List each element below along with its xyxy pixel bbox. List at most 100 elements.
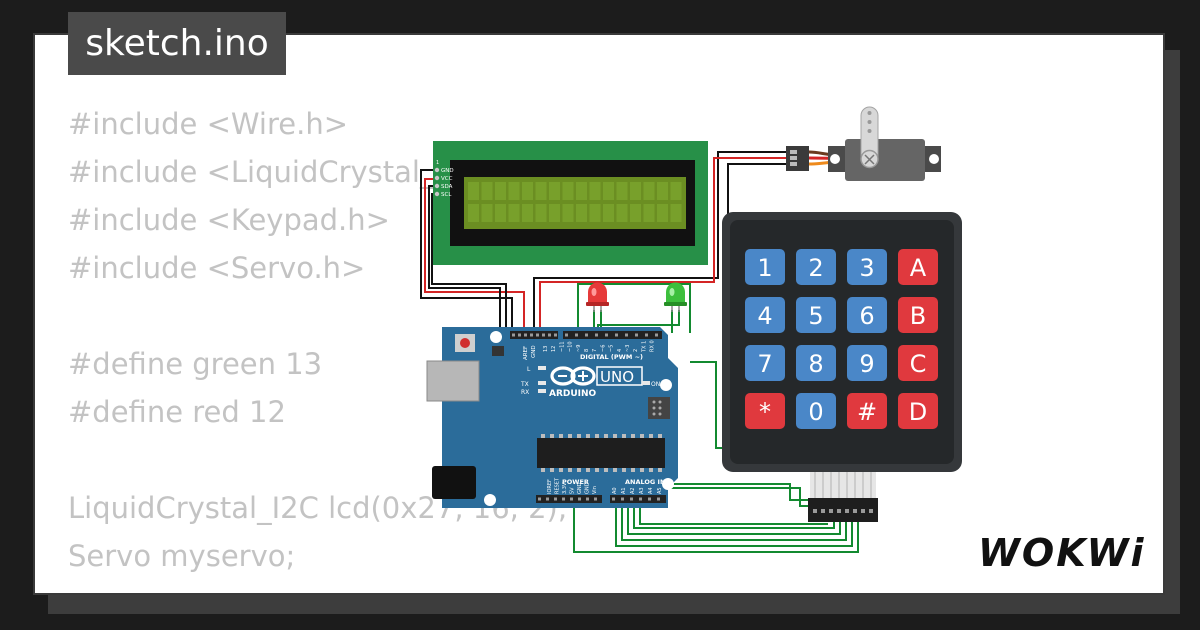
key-label: # [857, 398, 877, 426]
header-pin [585, 333, 588, 337]
header-pin [554, 497, 557, 501]
digital-header-right [563, 331, 662, 339]
svg-text:1: 1 [436, 160, 439, 166]
pin-label: RX 0 [650, 340, 656, 352]
key-2[interactable]: 2 [796, 249, 836, 285]
key-label: 9 [859, 350, 874, 378]
wire-lcd-sda [428, 185, 501, 333]
code-preview: #include <Wire.h> #include <LiquidCrysta… [68, 100, 568, 580]
arduino-model: UNO [600, 368, 634, 386]
lcd-cell [535, 182, 547, 200]
wire-led-common [577, 283, 691, 333]
key-label: 7 [757, 350, 772, 378]
analog-label: ANALOG IN [625, 478, 665, 486]
power-jack [432, 466, 476, 499]
pin-label: A2 [630, 487, 636, 494]
wires [420, 151, 859, 553]
chip-pin [613, 434, 617, 438]
header-pin [621, 497, 624, 501]
key-D[interactable]: D [898, 393, 938, 429]
wire-keypad-8 [690, 361, 722, 449]
header-pin [575, 333, 578, 337]
chip-pin [649, 468, 653, 472]
lcd-pin-header: 1 GND VCC SDA SCL [434, 160, 454, 198]
wire-lcd-vcc [424, 178, 525, 333]
servo-motor[interactable] [786, 106, 941, 181]
pin-label: ~9 [576, 345, 582, 352]
key-C[interactable]: C [898, 345, 938, 381]
file-name-tag: sketch.ino [68, 12, 286, 75]
key-A[interactable]: A [898, 249, 938, 285]
pin-label: 12 [551, 346, 557, 352]
lcd-cell [576, 204, 587, 222]
key-B[interactable]: B [898, 297, 938, 333]
pin-label: ~10 [568, 341, 574, 352]
gnd-label: GND [531, 345, 537, 358]
wire-servo-vcc [539, 157, 787, 333]
lcd-cell [630, 182, 641, 200]
led-red[interactable] [586, 282, 609, 313]
lcd-cell [508, 182, 520, 200]
chip-pin [640, 468, 644, 472]
wire-keypad-3 [621, 496, 847, 541]
key-5[interactable]: 5 [796, 297, 836, 333]
chip-pin [550, 468, 554, 472]
power-label: POWER [562, 478, 589, 486]
lcd-cell [603, 204, 614, 222]
lcd-cell [616, 182, 628, 200]
pin-label: 3.3V [562, 482, 568, 494]
lcd-cell [549, 204, 560, 222]
lcd-cell [562, 182, 574, 200]
lcd-cell [495, 204, 506, 222]
lcd-cell [562, 204, 574, 222]
lcd-cell [643, 182, 655, 200]
header-pin [655, 333, 658, 337]
chip-pin [577, 468, 581, 472]
header-pin [565, 333, 568, 337]
lcd-cells [468, 182, 682, 222]
lcd-cell [670, 204, 682, 222]
lcd-cell [657, 182, 668, 200]
header-pin [548, 333, 551, 337]
key-*[interactable]: * [745, 393, 785, 429]
key-1[interactable]: 1 [745, 249, 785, 285]
key-#[interactable]: # [847, 393, 887, 429]
code-line: #define green 13 [68, 347, 323, 381]
chip-pin [658, 468, 662, 472]
pin-label: TX 1 [641, 341, 647, 353]
header-pin [595, 333, 598, 337]
arduino-uno[interactable]: UNO ARDUINO DIGITAL (PWM ~) POWER ANALOG… [426, 327, 678, 508]
header-pin [530, 333, 533, 337]
lcd-cell [643, 204, 655, 222]
key-6[interactable]: 6 [847, 297, 887, 333]
key-label: 6 [859, 302, 874, 330]
pin-label: 7 [592, 349, 598, 352]
header-pin [538, 497, 541, 501]
chip-pin [586, 434, 590, 438]
key-7[interactable]: 7 [745, 345, 785, 381]
key-3[interactable]: 3 [847, 249, 887, 285]
header-pin [578, 497, 581, 501]
keypad-pins [813, 472, 873, 513]
header-pin [546, 497, 549, 501]
key-9[interactable]: 9 [847, 345, 887, 381]
led-green[interactable] [664, 282, 687, 313]
chip-pin [541, 434, 545, 438]
key-0[interactable]: 0 [796, 393, 836, 429]
key-4[interactable]: 4 [745, 297, 785, 333]
key-label: D [909, 398, 927, 426]
rx-led-label: RX [521, 389, 529, 396]
chip-pin [640, 434, 644, 438]
chip-pin [568, 468, 572, 472]
lcd-pin-gnd: GND [441, 168, 454, 174]
key-8[interactable]: 8 [796, 345, 836, 381]
aref-label: AREF [523, 346, 529, 360]
lcd-cell [657, 204, 668, 222]
lcd-display[interactable]: 1 GND VCC SDA SCL [433, 141, 708, 265]
pin-label: A5 [657, 487, 663, 494]
pin-label: 5V [570, 487, 576, 494]
